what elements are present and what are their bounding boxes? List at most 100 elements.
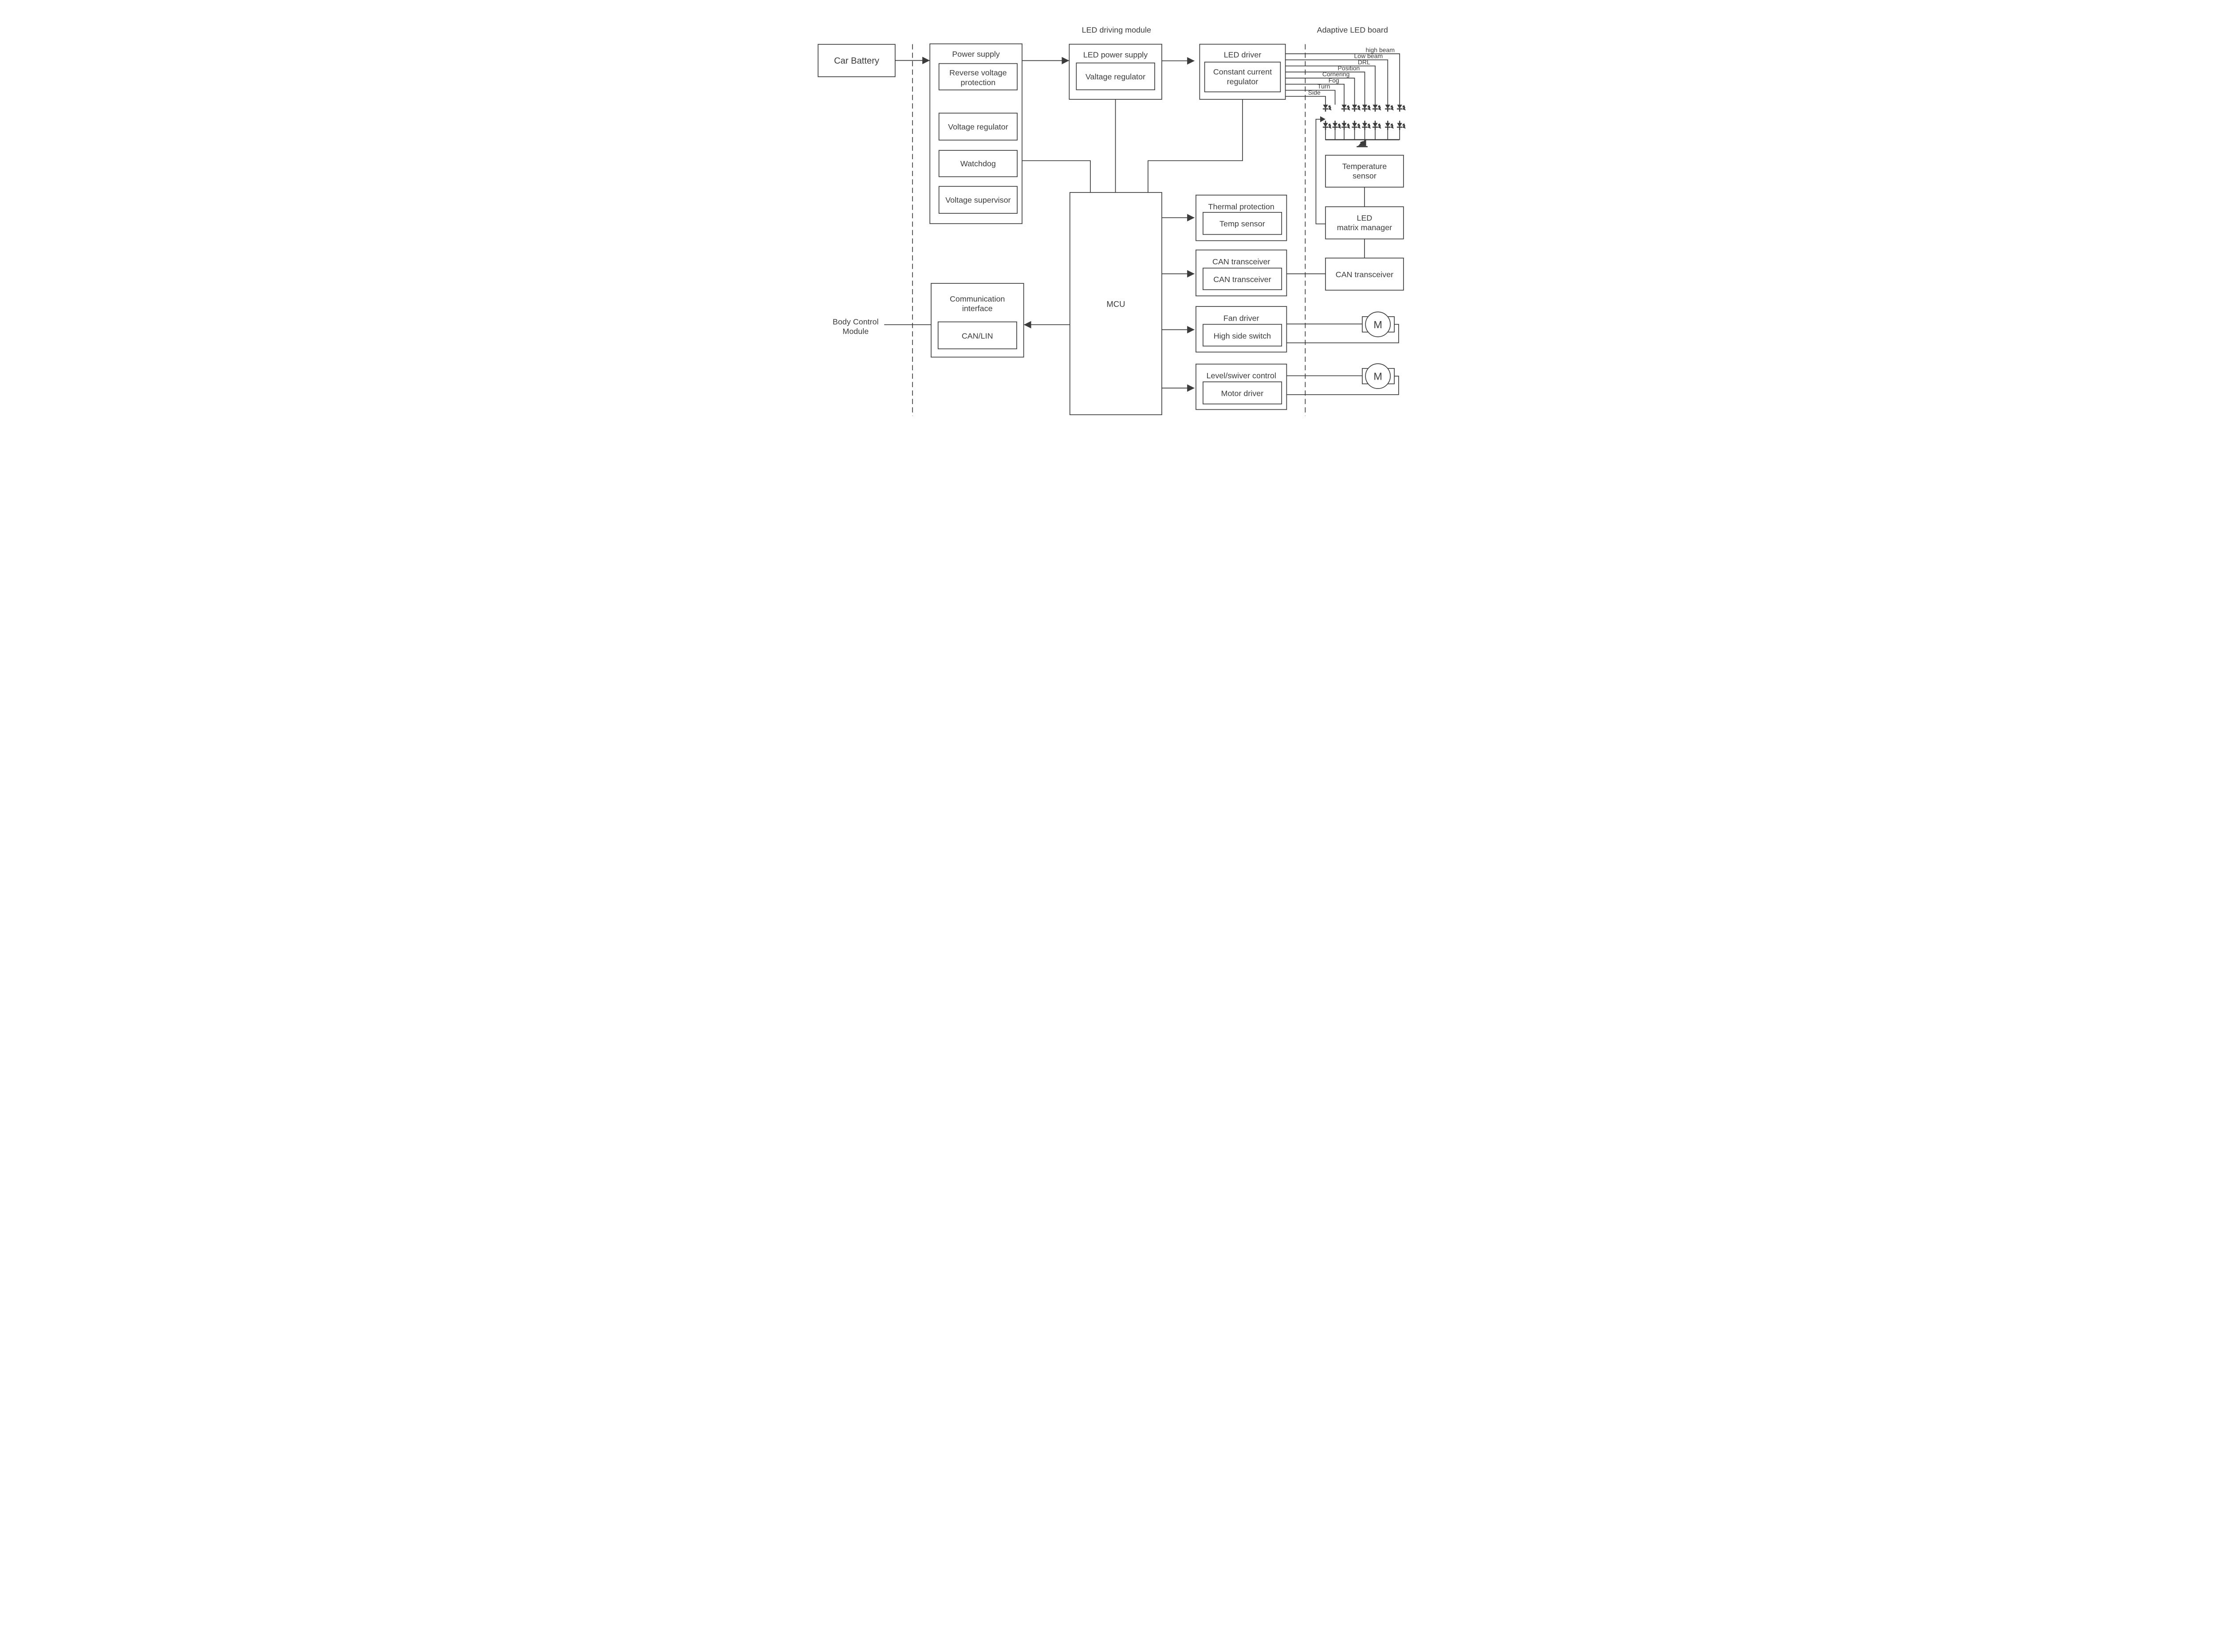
led-icon (1352, 123, 1360, 130)
node-label: protection (961, 78, 996, 87)
led-row-top (1323, 105, 1405, 112)
node-label: CAN transceiver (1336, 270, 1393, 279)
led-icon (1385, 123, 1393, 130)
node-label: CAN transceiver (1213, 275, 1271, 284)
node-led-power-supply: LED power supply Valtage regulator (1069, 43, 1162, 100)
channel-line-low-beam (1285, 59, 1388, 105)
section-title-led-driving-module: LED driving module (1082, 25, 1151, 34)
led-icon (1362, 123, 1370, 130)
node-reverse-voltage-protection (938, 63, 1018, 90)
channel-label: Side (1308, 89, 1321, 96)
swivel-adjuster-icon (1357, 139, 1368, 147)
node-voltage-supervisor (938, 186, 1018, 214)
node-label: regulator (1227, 77, 1258, 86)
led-row-matrix (1323, 121, 1405, 141)
node-label: High side switch (1214, 331, 1271, 340)
node-label: MCU (1106, 299, 1125, 309)
channel-label: high beam (1366, 46, 1395, 53)
node-label: Temp sensor (1219, 220, 1265, 228)
node-led-matrix-manager: LED matrix manager (1325, 206, 1404, 239)
node-label: LED (1357, 213, 1372, 222)
channel-line-position (1285, 71, 1365, 105)
node-voltage-regulator (938, 113, 1018, 141)
node-title: interface (962, 304, 993, 313)
led-icon (1385, 105, 1393, 112)
node-motor-driver (1203, 381, 1282, 404)
led-row-feed-arrowhead (1320, 116, 1326, 122)
node-temp-sensor (1203, 212, 1282, 235)
led-icon (1372, 105, 1381, 112)
fan-wire-return (1286, 324, 1399, 343)
node-body-control-module: Body Control Module (833, 317, 879, 336)
node-title: Thermal protection (1208, 202, 1274, 211)
node-can-lin (937, 321, 1017, 349)
led-driver-to-mcu-line (1148, 99, 1243, 193)
watchdog-to-mcu-line (1022, 160, 1091, 193)
node-label: Module (842, 327, 869, 336)
node-thermal-protection: Thermal protection Temp sensor (1196, 195, 1287, 241)
channel-label: Turn (1317, 83, 1330, 90)
node-label: matrix manager (1337, 223, 1392, 232)
node-valtage-regulator (1076, 63, 1155, 90)
node-label: Voltage regulator (948, 122, 1008, 131)
node-label: Watchdog (960, 159, 996, 168)
channel-label: Position (1338, 64, 1360, 71)
section-title-adaptive-led-board: Adaptive LED board (1317, 25, 1388, 34)
channel-line-high-beam (1285, 53, 1400, 105)
motor-icon (1365, 311, 1391, 337)
led-icon (1372, 123, 1381, 130)
led-icon (1341, 123, 1350, 130)
node-title: Power supply (952, 50, 1000, 59)
led-icon (1352, 105, 1360, 112)
adaptive-led-headlight-block-diagram: LED driving module Adaptive LED board hi… (798, 0, 1420, 463)
led-icon (1332, 123, 1341, 130)
swivel-wire-return (1286, 376, 1399, 395)
node-led-driver: LED driver Constant current regulator (1199, 43, 1286, 100)
motor-label: M (1373, 319, 1382, 330)
matrix-to-led-row-feed-line (1315, 118, 1326, 224)
led-icon (1323, 105, 1331, 112)
node-label: Voltage supervisor (945, 196, 1011, 204)
node-high-side-switch (1203, 324, 1282, 347)
node-fan-driver: Fan driver High side switch (1196, 306, 1287, 353)
motor-label: M (1373, 371, 1382, 382)
node-label: sensor (1353, 172, 1376, 181)
node-label: CAN/LIN (962, 331, 993, 340)
node-title: CAN transceiver (1212, 257, 1270, 266)
led-icon (1397, 123, 1405, 130)
node-can-transceiver-right: CAN transceiver (1325, 258, 1404, 291)
diagram-page: LED driving module Adaptive LED board hi… (798, 0, 1420, 463)
node-label: Motor driver (1221, 389, 1264, 398)
channel-line-cornering (1285, 78, 1355, 105)
channel-line-fog (1285, 84, 1345, 105)
node-communication-interface: Communication interface CAN/LIN (931, 283, 1024, 358)
led-icon (1323, 123, 1331, 130)
node-label: Temperature (1342, 162, 1387, 171)
node-watchdog (938, 150, 1018, 177)
channel-label: Cornering (1322, 71, 1349, 78)
node-title: Communication (950, 294, 1005, 303)
led-icon (1341, 105, 1350, 112)
node-mcu: MCU (1069, 192, 1162, 416)
led-icon (1397, 105, 1405, 112)
channel-line-turn (1285, 90, 1336, 105)
node-label: Constant current (1213, 67, 1272, 76)
connectors (884, 56, 1365, 392)
swivel-motor: M (1286, 363, 1399, 395)
node-title: Level/swiver control (1207, 371, 1276, 380)
channel-line-side (1285, 96, 1326, 105)
node-label: Reverse voltage (949, 68, 1007, 77)
led-icon (1362, 105, 1370, 112)
node-title: LED power supply (1083, 50, 1148, 59)
node-constant-current-regulator (1204, 62, 1281, 93)
led-channels: high beam Low beam DRL Position Cornerin… (1285, 46, 1400, 105)
channel-label: DRL (1358, 59, 1370, 66)
channel-line-drl (1285, 65, 1376, 105)
node-title: Fan driver (1223, 314, 1259, 323)
node-level-swivel-control: Level/swiver control Motor driver (1196, 364, 1287, 410)
node-can-transceiver-mid: CAN transceiver CAN transceiver (1196, 249, 1287, 297)
node-can-transceiver-inner (1203, 267, 1282, 290)
channel-label: Low beam (1354, 52, 1383, 59)
node-label: Car Battery (834, 56, 880, 66)
fan-motor: M (1286, 311, 1399, 343)
